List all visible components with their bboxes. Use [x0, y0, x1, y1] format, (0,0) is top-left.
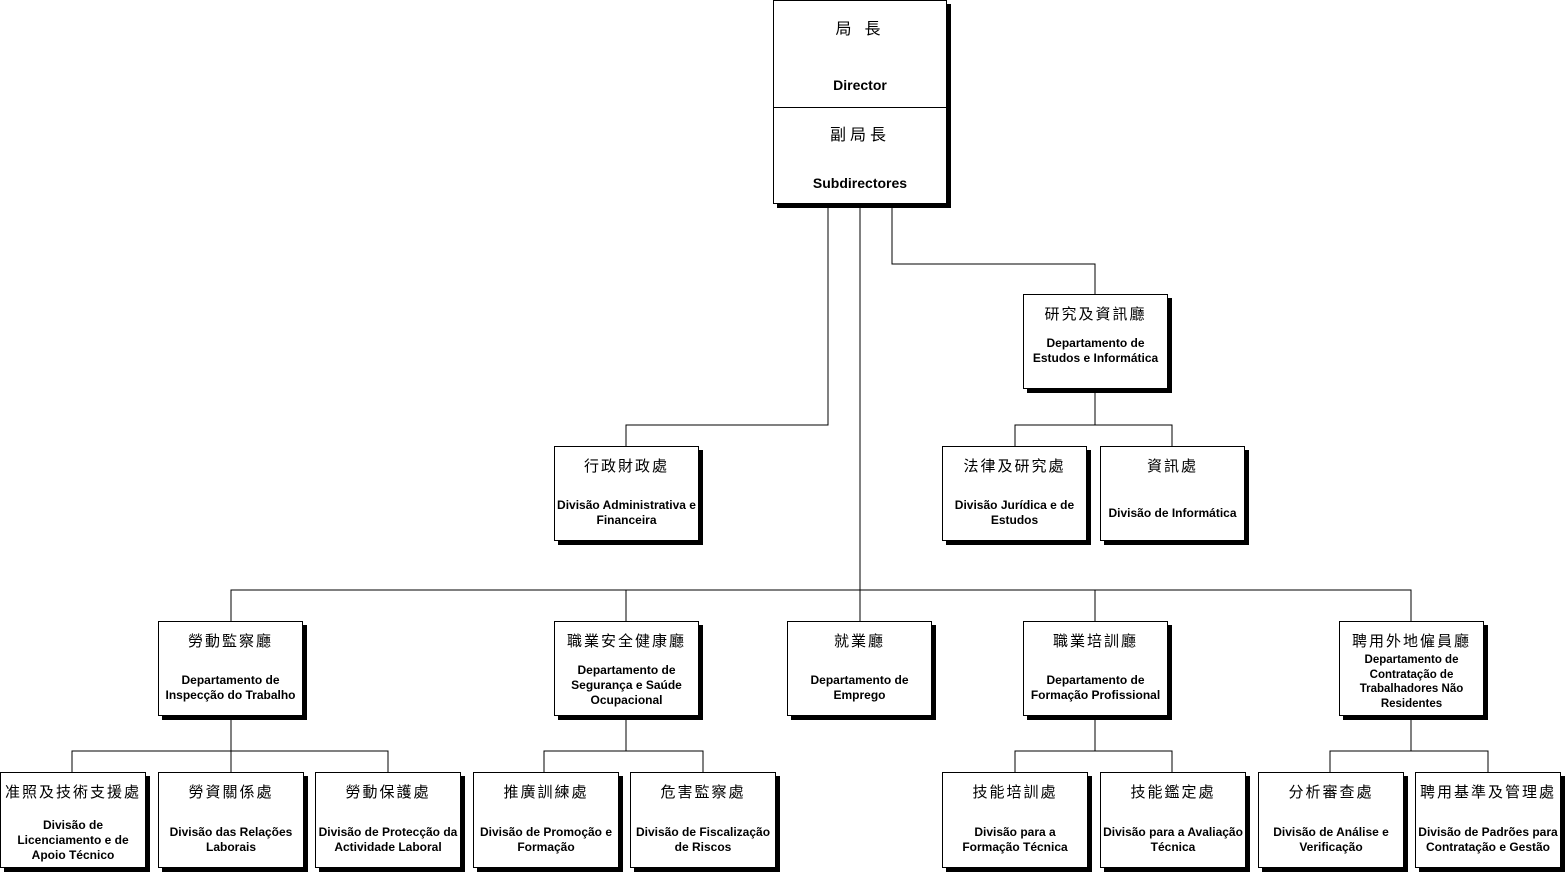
unit-name-zh: 准照及技術支援處	[4, 783, 141, 801]
connector-estudos	[891, 205, 1096, 295]
connector-inspeccao-children	[71, 716, 389, 773]
unit-box-informatica: 資訊處 Divisão de Informática	[1100, 446, 1245, 541]
unit-name-zh: 職業安全健康廳	[566, 632, 686, 650]
unit-name-pt: Divisão para a Formação Técnica	[962, 825, 1068, 854]
unit-name-pt: Departamento de Inspecção do Trabalho	[165, 673, 296, 702]
unit-name-zh: 研究及資訊廳	[1044, 305, 1147, 323]
unit-box-formacao: 職業培訓廳 Departamento de Formação Profissio…	[1023, 621, 1168, 716]
unit-name-pt: Divisão para a Avaliação Técnica	[1103, 825, 1243, 854]
unit-name-zh: 技能鑑定處	[1130, 783, 1216, 801]
unit-box-inspeccao: 勞動監察廳 Departamento de Inspecção do Traba…	[158, 621, 303, 716]
unit-name-pt: Departamento de Emprego	[810, 673, 909, 702]
unit-name-zh: 分析審查處	[1288, 783, 1374, 801]
unit-name-zh: 就業廳	[833, 632, 885, 650]
unit-name-zh: 勞動保護處	[345, 783, 431, 801]
connector-formacao-children	[1014, 716, 1173, 773]
connector-department-bar	[230, 589, 1412, 622]
unit-name-pt: Divisão de Informática	[1108, 505, 1237, 520]
unit-name-pt: Departamento de Formação Profissional	[1030, 673, 1161, 702]
unit-name-zh: 勞資關係處	[188, 783, 274, 801]
director-title-zh: 局 長	[835, 19, 885, 38]
subdirector-title-pt: Subdirectores	[812, 175, 908, 191]
unit-name-zh: 行政財政處	[583, 457, 669, 475]
connector-estudos-children	[1014, 389, 1173, 447]
unit-box-administrativa: 行政財政處 Divisão Administrativa e Financeir…	[554, 446, 699, 541]
unit-box-relacoes: 勞資關係處 Divisão das Relações Laborais	[158, 772, 304, 868]
unit-name-zh: 聘用基準及管理處	[1419, 783, 1556, 801]
unit-name-pt: Divisão das Relações Laborais	[169, 825, 293, 854]
unit-box-juridica: 法律及研究處 Divisão Jurídica e de Estudos	[942, 446, 1087, 541]
unit-box-formacao-tecnica: 技能培訓處 Divisão para a Formação Técnica	[942, 772, 1088, 868]
unit-box-avaliacao-tecnica: 技能鑑定處 Divisão para a Avaliação Técnica	[1100, 772, 1246, 868]
director-divider	[774, 107, 946, 108]
unit-name-zh: 職業培訓廳	[1052, 632, 1138, 650]
unit-name-zh: 法律及研究處	[963, 457, 1066, 475]
unit-box-analise: 分析審查處 Divisão de Análise e Verificação	[1258, 772, 1404, 868]
unit-name-zh: 聘用外地僱員廳	[1351, 632, 1471, 650]
unit-name-pt: Departamento de Estudos e Informática	[1032, 336, 1159, 365]
unit-box-seguranca: 職業安全健康廳 Departamento de Segurança e Saúd…	[554, 621, 699, 716]
unit-name-pt: Divisão de Protecção da Actividade Labor…	[318, 825, 458, 854]
unit-box-licenciamento: 准照及技術支援處 Divisão de Licenciamento e de A…	[0, 772, 146, 868]
unit-name-pt: Divisão Jurídica e de Estudos	[954, 498, 1075, 527]
unit-name-zh: 勞動監察廳	[187, 632, 273, 650]
unit-name-pt: Divisão de Licenciamento e de Apoio Técn…	[17, 817, 129, 862]
director-title-pt: Director	[833, 77, 887, 93]
unit-name-pt: Divisão de Padrões para Contratação e Ge…	[1418, 825, 1558, 854]
unit-name-pt: Departamento de Contratação de Trabalhad…	[1359, 654, 1464, 710]
unit-box-promocao: 推廣訓練處 Divisão de Promoção e Formação	[473, 772, 619, 868]
unit-name-zh: 技能培訓處	[972, 783, 1058, 801]
unit-box-proteccao: 勞動保護處 Divisão de Protecção da Actividade…	[315, 772, 461, 868]
unit-box-contratacao: 聘用外地僱員廳 Departamento de Contratação de T…	[1339, 621, 1484, 716]
unit-name-pt: Divisão Administrativa e Financeira	[557, 498, 696, 527]
connector-administrativa	[625, 205, 829, 447]
connector-seguranca-children	[543, 716, 704, 773]
unit-box-padroes: 聘用基準及管理處 Divisão de Padrões para Contrat…	[1415, 772, 1561, 868]
unit-box-fiscalizacao: 危害監察處 Divisão de Fiscalização de Riscos	[630, 772, 776, 868]
unit-name-zh: 資訊處	[1146, 457, 1198, 475]
unit-name-zh: 推廣訓練處	[503, 783, 589, 801]
connector-contratacao-children	[1329, 716, 1489, 773]
unit-box-emprego: 就業廳 Departamento de Emprego	[787, 621, 932, 716]
unit-name-pt: Divisão de Promoção e Formação	[479, 825, 613, 854]
unit-name-pt: Divisão de Fiscalização de Riscos	[635, 825, 771, 854]
unit-name-zh: 危害監察處	[660, 783, 746, 801]
unit-name-pt: Departamento de Segurança e Saúde Ocupac…	[571, 662, 682, 707]
subdirector-title-zh: 副局長	[829, 125, 890, 144]
unit-name-pt: Divisão de Análise e Verificação	[1273, 825, 1389, 854]
director-box: 局 長 Director 副局長 Subdirectores	[773, 0, 947, 204]
unit-box-estudos-informatica: 研究及資訊廳 Departamento de Estudos e Informá…	[1023, 294, 1168, 389]
